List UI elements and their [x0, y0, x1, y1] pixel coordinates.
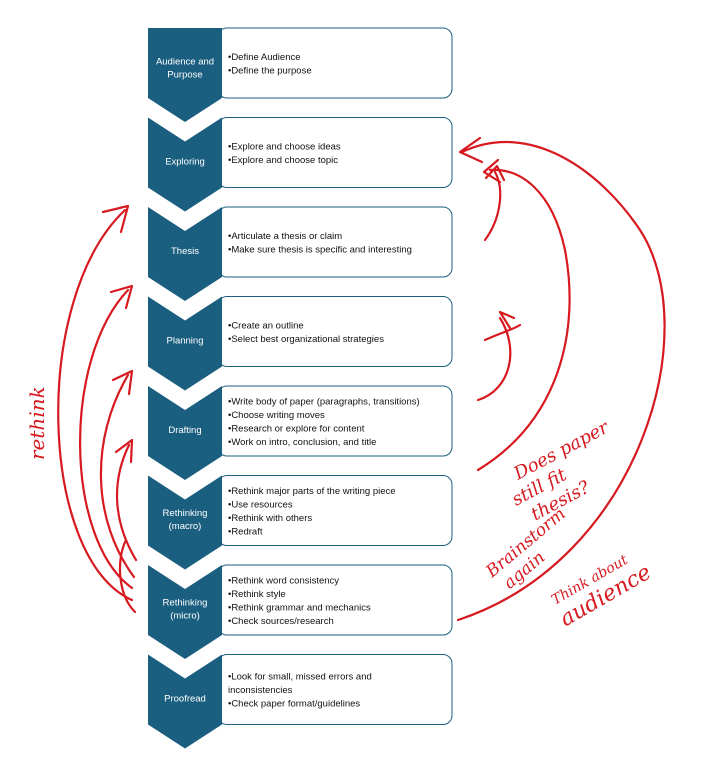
rethink-arrow-4 [116, 443, 138, 562]
audience-arrow [456, 141, 666, 622]
step-bullet: •Rethink word consistency [228, 575, 339, 586]
step-label: (macro) [169, 521, 202, 532]
step-label: (micro) [170, 611, 200, 622]
step-label: Rethinking [163, 508, 208, 519]
step-bullet: •Rethink style [228, 589, 286, 600]
step-2: Exploring •Explore and choose ideas •Explo… [148, 117, 453, 212]
thesis-arrow-head [482, 158, 502, 184]
step-label: Proofread [164, 694, 206, 705]
step-bullet: •Define Audience [228, 52, 301, 63]
step-bullet: •Check sources/research [228, 616, 334, 627]
step-bullet: •Explore and choose ideas [228, 141, 341, 152]
rethink-arrow-2-head [109, 284, 134, 310]
step-chevron [148, 296, 222, 391]
rethink-arrow-5 [118, 538, 137, 614]
step-5: Drafting •Write body of paper (paragraphs… [148, 385, 453, 480]
brainstorm-arrow-3 [483, 323, 522, 342]
rethink-arrow-1-head [101, 204, 130, 234]
step-3: Thesis •Articulate a thesis or claim •Make… [148, 206, 453, 301]
step-bullet: •Check paper format/guidelines [228, 699, 360, 710]
step-bullet: •Define the purpose [228, 65, 312, 76]
rethink-text: rethink [25, 386, 49, 460]
rethink-arrow-3-head [111, 369, 134, 396]
brainstorm-arrow-2-head [498, 310, 516, 330]
thesis-arrow [476, 168, 571, 472]
step-bullet: •Use resources [228, 499, 293, 510]
step-8: Proofread •Look for small, missed errors … [148, 654, 453, 749]
step-label: Rethinking [163, 598, 208, 609]
step-chevron [148, 475, 222, 570]
rethink-arrow-1 [57, 208, 134, 602]
step-bullet: •Research or explore for content [228, 423, 365, 434]
step-chevron [148, 565, 222, 659]
step-bullet: •Select best organizational strategies [228, 334, 384, 345]
rethink-arrow-4-head [114, 438, 134, 464]
step-details-box [217, 27, 453, 99]
step-4: Planning •Create an outline •Select best o… [148, 296, 453, 391]
step-details-box [217, 206, 453, 278]
step-bullet: •Rethink grammar and mechanics [228, 602, 371, 613]
step-bullet: •Choose writing moves [228, 410, 325, 421]
step-chevron [148, 28, 222, 122]
step-chevron [148, 386, 222, 480]
step-7: Rethinking (micro) •Rethink word consisten… [148, 564, 453, 659]
step-label: Thesis [171, 246, 199, 257]
step-bullet: inconsistencies [228, 685, 293, 696]
brainstorm-arrow-1 [483, 170, 502, 242]
step-chevron [148, 117, 222, 212]
step-label: Audience and [156, 57, 214, 68]
step-bullet: •Explore and choose topic [228, 155, 338, 166]
audience-arrow-head [458, 136, 484, 164]
rethink-arrow-2 [79, 288, 134, 590]
brainstorm-arrow-2 [476, 316, 512, 402]
step-bullet: •Rethink with others [228, 513, 312, 524]
step-bullet: •Write body of paper (paragraphs, transi… [228, 396, 420, 407]
step-bullet: •Work on intro, conclusion, and title [228, 437, 376, 448]
step-chevron [148, 654, 222, 749]
step-details-box [217, 117, 453, 188]
brainstorm-arrow-1-head [484, 164, 506, 182]
step-bullet: •Look for small, missed errors and [228, 672, 372, 683]
step-details-box [217, 296, 453, 367]
step-bullet: •Create an outline [228, 320, 304, 331]
step-bullet: •Redraft [228, 526, 263, 537]
step-bullet: •Articulate a thesis or claim [228, 231, 342, 242]
step-label: Exploring [165, 157, 205, 168]
step-bullet: •Rethink major parts of the writing piec… [228, 486, 396, 497]
step-label: Purpose [167, 70, 202, 81]
step-chevron [148, 207, 222, 301]
step-label: Drafting [168, 425, 201, 436]
step-bullet: •Make sure thesis is specific and intere… [228, 244, 412, 255]
step-label: Planning [167, 336, 204, 347]
step-6: Rethinking (macro) •Rethink major parts of… [148, 475, 453, 570]
